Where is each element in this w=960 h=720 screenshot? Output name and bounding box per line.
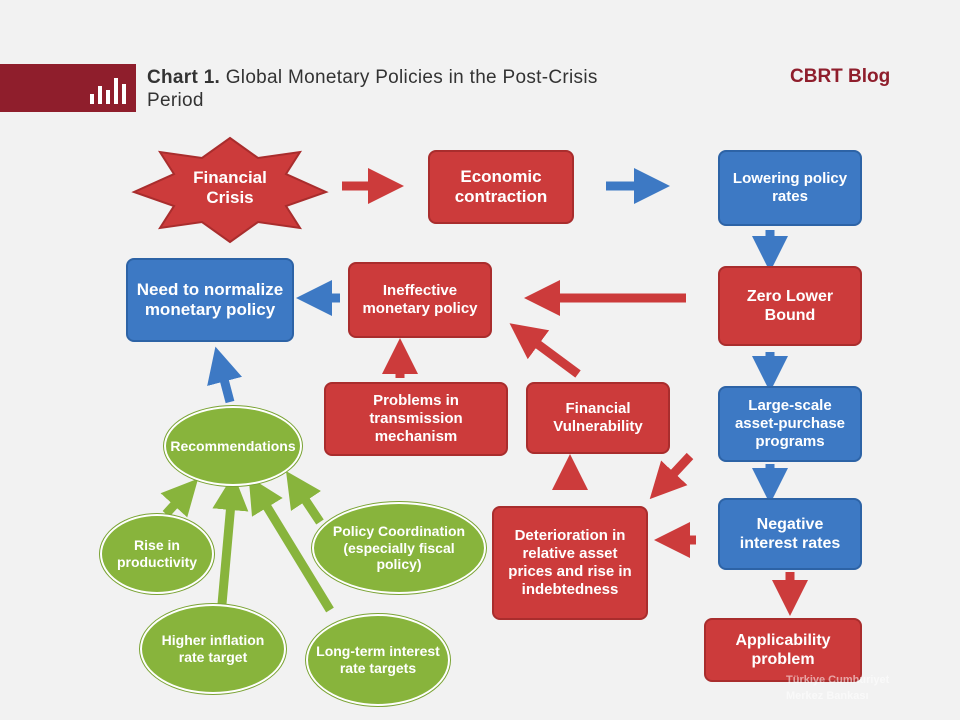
arrow-vulnerability-to-ineffective [509,323,581,378]
brand-label: CBRT Blog [790,66,891,87]
arrow-inflation-to-recommendations [212,474,249,605]
policy-coordination-node: Policy Coordination (especially fiscal p… [312,502,486,594]
arrow-coordination-to-recommendations [286,471,324,525]
flow-diagram: Financial Crisis Economic contraction Lo… [0,120,960,720]
ineffective-policy-node: Ineffective monetary policy [348,262,492,338]
applicability-problem-label: Applicability problem [735,631,831,668]
arrow-recommendations-to-normalize [207,346,242,404]
need-to-normalize-label: Need to normalize monetary policy [136,279,284,319]
negative-interest-rates-label: Negative interest rates [739,515,841,552]
title-bold: Chart 1. [147,67,221,88]
arrow-longterm-to-recommendations [248,476,334,613]
zero-lower-bound-node: Zero Lower Bound [718,266,862,346]
bar-chart-icon [88,76,128,104]
negative-interest-rates-node: Negative interest rates [718,498,862,570]
page-title: Chart 1. Global Monetary Policies in the… [147,66,627,112]
arrows-layer [131,136,808,616]
need-to-normalize-node: Need to normalize monetary policy [126,258,294,342]
economic-contraction-label: Economic contraction [454,166,548,206]
problems-transmission-node: Problems in transmission mechanism [324,382,508,456]
problems-transmission-label: Problems in transmission mechanism [369,392,463,445]
financial-crisis-label: Financial Crisis [193,167,267,207]
rise-productivity-label: Rise in productivity [116,537,198,570]
lowering-policy-rates-node: Lowering policy rates [718,150,862,226]
financial-vulnerability-label: Financial Vulnerability [553,400,643,435]
applicability-problem-node: Applicability problem [704,618,862,682]
recommendations-label: Recommendations [170,437,296,454]
large-scale-asset-purchase-node: Large-scale asset-purchase programs [718,386,862,462]
long-term-rate-label: Long-term interest rate targets [316,643,440,676]
zero-lower-bound-label: Zero Lower Bound [746,287,834,324]
economic-contraction-node: Economic contraction [428,150,574,224]
large-scale-asset-purchase-label: Large-scale asset-purchase programs [734,397,846,450]
financial-vulnerability-node: Financial Vulnerability [526,382,670,454]
financial-crisis-node: Financial Crisis [170,158,290,218]
recommendations-node: Recommendations [164,406,302,486]
ineffective-policy-label: Ineffective monetary policy [362,282,478,317]
title-text: Global Monetary Policies in the Post-Cri… [147,67,598,111]
arrow-large-scale-to-deterioration [649,452,694,500]
deterioration-label: Deterioration in relative asset prices a… [508,527,632,598]
financial-crisis-star [131,136,329,244]
policy-coordination-label: Policy Coordination (especially fiscal p… [332,522,466,573]
rise-productivity-node: Rise in productivity [100,514,214,594]
arrow-productivity-to-recommendations [160,478,199,518]
deterioration-node: Deterioration in relative asset prices a… [492,506,648,620]
higher-inflation-label: Higher inflation rate target [161,632,265,665]
header-band [0,64,136,112]
higher-inflation-node: Higher inflation rate target [140,604,286,694]
long-term-rate-node: Long-term interest rate targets [306,614,450,706]
watermark: Türkiye Cumhuriyet Merkez Bankası [786,674,890,702]
lowering-policy-rates-label: Lowering policy rates [732,170,848,205]
